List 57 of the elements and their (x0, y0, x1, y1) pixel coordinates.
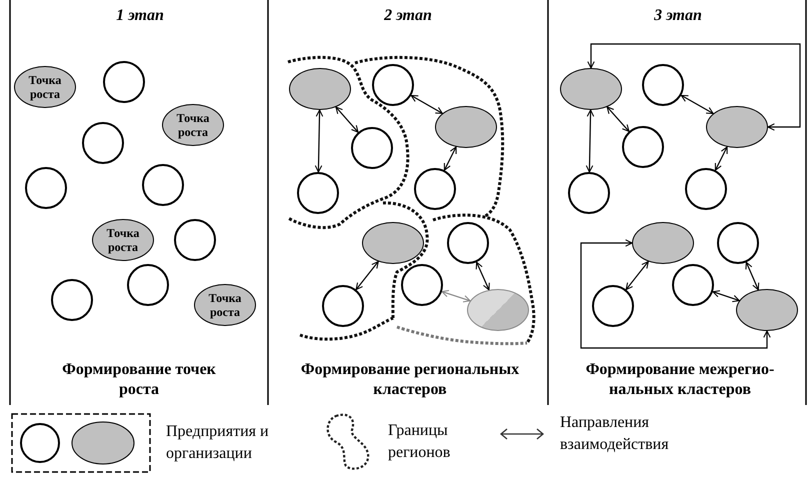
enterprise-circle (174, 219, 216, 261)
interaction-arrow (441, 290, 471, 302)
enterprise-circle (297, 172, 339, 214)
interaction-arrow (444, 146, 457, 171)
cluster-core-ellipse (289, 68, 351, 110)
stage-caption: Формирование региональных кластеров (300, 360, 520, 400)
stage-title: 3 этап (653, 6, 703, 26)
legend-text: Направления взаимодействия (560, 413, 670, 455)
interaction-arrow (314, 109, 324, 173)
node-text: Точка роста (208, 291, 242, 319)
enterprise-circle (401, 264, 443, 306)
interaction-arrow (587, 43, 801, 131)
node-text: Точка роста (28, 73, 62, 101)
interaction-arrow (714, 146, 728, 171)
growth-point-ellipse (14, 66, 76, 108)
enterprise-circle (447, 222, 489, 264)
interaction-arrow (680, 94, 714, 114)
stage-title: 2 этап (383, 6, 433, 26)
enterprise-circle (127, 264, 169, 306)
enterprise-circle (717, 222, 759, 264)
cluster-core-ellipse (467, 289, 529, 331)
enterprise-circle (351, 127, 393, 169)
interaction-arrow (476, 262, 490, 290)
cluster-core-ellipse (706, 106, 768, 148)
interaction-arrow (586, 109, 594, 173)
node-text: Точка роста (176, 111, 210, 139)
enterprise-circle (672, 264, 714, 306)
enterprise-circle (568, 172, 610, 214)
interaction-arrow (712, 290, 740, 302)
cluster-core-ellipse (736, 289, 798, 331)
interaction-arrow (335, 106, 359, 133)
cluster-core-ellipse (362, 222, 424, 264)
stage-title: 1 этап (115, 6, 165, 26)
enterprise-circle (25, 167, 67, 209)
enterprise-circle (51, 279, 93, 321)
enterprise-circle (592, 285, 634, 327)
stage-caption: Формирование точек роста (61, 360, 217, 400)
enterprise-circle (82, 122, 124, 164)
interaction-arrow (745, 262, 760, 290)
enterprise-circle (685, 168, 727, 210)
interaction-arrow (356, 260, 379, 290)
enterprise-circle (642, 64, 684, 106)
legend-text: Границы регионов (388, 421, 452, 463)
interaction-arrow (580, 239, 771, 349)
legend-text: Предприятия и организации (166, 422, 270, 464)
stage-caption: Формирование межрегио-нальных кластеров (584, 360, 776, 400)
interaction-arrow (410, 94, 443, 114)
enterprise-circle (103, 61, 145, 103)
enterprise-circle (322, 285, 364, 327)
enterprise-circle (414, 168, 456, 210)
enterprise-circle (622, 126, 664, 168)
interaction-arrow (626, 260, 649, 290)
node-text: Точка роста (106, 226, 140, 254)
interaction-arrow (606, 106, 630, 132)
cluster-core-ellipse (435, 106, 497, 148)
enterprise-circle (142, 164, 184, 206)
enterprise-circle (372, 64, 414, 106)
